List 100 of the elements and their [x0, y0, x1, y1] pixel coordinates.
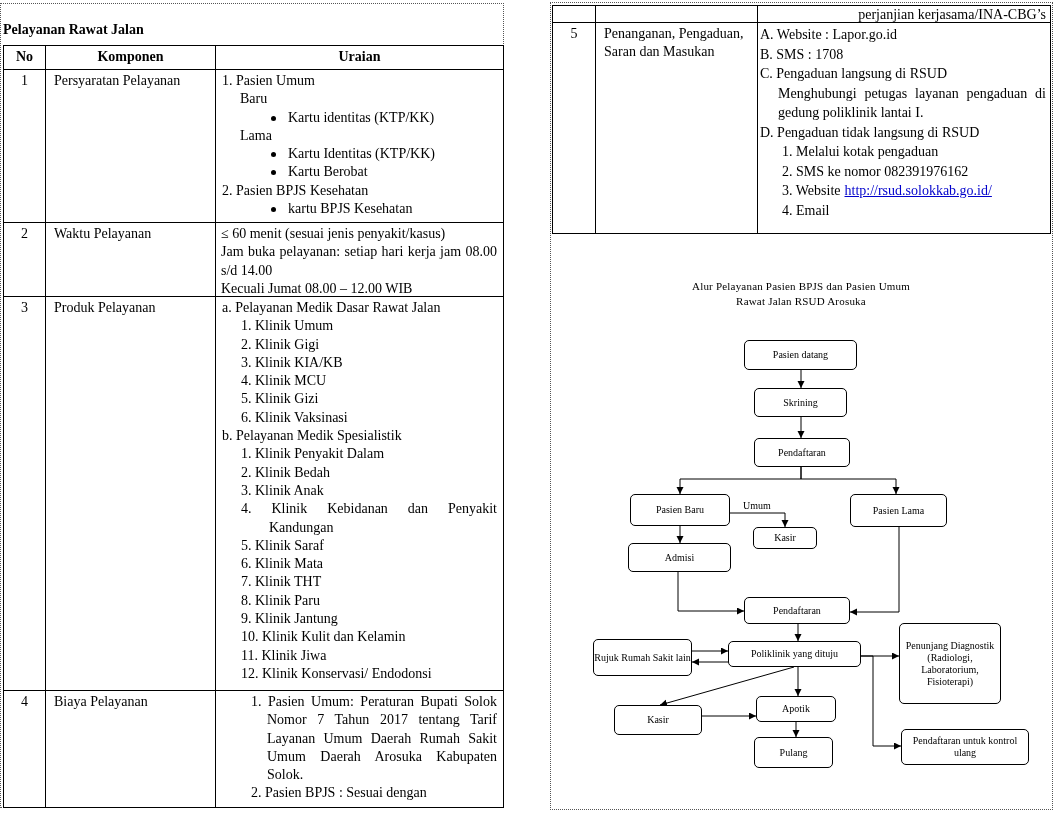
process-box	[614, 705, 702, 735]
list-item: 1. Melalui kotak pengaduan	[782, 144, 939, 159]
list-item: 2. Klinik Bedah	[241, 464, 331, 480]
arrow	[797, 369, 805, 389]
list-item: 8. Klinik Paru	[241, 592, 320, 608]
arrow	[701, 712, 757, 720]
node-label: Penunjang Diagnostik (Radiologi, Laboratorium, Fisioterapi)	[904, 639, 996, 688]
list-item: Baru	[240, 91, 268, 107]
component-name: Waktu Pelayanan	[54, 226, 152, 241]
node-label: Apotik	[782, 703, 810, 715]
list-item: Kartu Berobat	[288, 164, 368, 180]
process-box	[728, 641, 861, 667]
list-item: B. SMS : 1708	[760, 46, 844, 62]
description-text: Menghubungi petugas layanan pengaduan di gedung poliklinik lantai I.	[778, 85, 1046, 120]
list-item: 2. SMS ke nomor 082391976162	[782, 163, 969, 179]
list-item: 10. Klinik Kulit dan Kelamin	[241, 629, 406, 645]
arrow	[729, 512, 789, 528]
process-box	[753, 527, 817, 549]
link: http://rsud.solokkab.go.id/	[844, 183, 992, 198]
process-box	[850, 494, 947, 527]
node-label: Kasir	[647, 714, 669, 726]
node-label: Skrining	[783, 396, 818, 409]
node-label: Pendaftaran untuk kontrol ulang	[911, 735, 1019, 759]
node-label: Pendaftaran	[773, 604, 821, 617]
description-text: ≤ 60 menit (sesuai jenis penyakit/kasus)	[221, 226, 446, 241]
arrow	[792, 721, 800, 738]
list-item: D. Pengaduan tidak langsung di RSUD	[760, 124, 980, 140]
row-number: 4	[21, 694, 28, 709]
arrow	[659, 666, 795, 707]
list-item: kartu BPJS Kesehatan	[288, 201, 413, 217]
row-number: 2	[21, 226, 28, 241]
process-box	[756, 696, 836, 722]
list-item: Kartu Identitas (KTP/KK)	[288, 146, 435, 162]
row-number: 5	[570, 26, 578, 41]
list-item: b. Pelayanan Medik Spesialistik	[222, 428, 402, 444]
list-item: 1. Klinik Penyakit Dalam	[241, 446, 385, 462]
row-number: 1	[21, 73, 28, 88]
arrow	[794, 623, 802, 642]
process-box	[593, 639, 692, 676]
list-item: 5. Klinik Saraf	[241, 537, 324, 553]
description-text: Kecuali Jumat 08.00 – 12.00 WIB	[221, 280, 413, 296]
section-title: Pelayanan Rawat Jalan	[3, 22, 144, 38]
node-label: Poliklinik yang dituju	[750, 648, 839, 660]
list-item: 2. Pasien BPJS Kesehatan	[222, 182, 369, 198]
list-item: 3. Klinik KIA/KB	[241, 354, 343, 370]
list-item: 6. Klinik Mata	[241, 556, 324, 572]
row-number: 3	[21, 300, 28, 315]
list-item: 2. Pasien BPJS : Sesuai dengan	[251, 785, 427, 801]
process-box	[754, 438, 850, 467]
list-item: C. Pengaduan langsung di RSUD	[760, 66, 948, 81]
list-item: 11. Klinik Jiwa	[241, 647, 327, 663]
node-label: Pasien Baru	[655, 504, 704, 516]
process-box	[754, 388, 847, 417]
list-item: Lama	[240, 127, 272, 143]
node-label: Admisi	[664, 551, 695, 564]
list-item: A. Website : Lapor.go.id	[760, 27, 898, 42]
node-label: Kasir	[774, 532, 796, 544]
list-item: 1. Pasien Umum: Peraturan Bupati Solok Nomor 7 Tahun 2017 tentang Tarif Layanan Umum Daerah Rumah Sakit Umum Daerah Arosuka Kabupaten Solok.	[251, 694, 497, 783]
node-label: Pendaftaran	[778, 446, 826, 459]
arrow	[860, 655, 902, 750]
list-item: 3. Website	[782, 183, 841, 198]
list-item: 1. Pasien Umum	[222, 73, 315, 88]
component-name: Produk Pelayanan	[54, 300, 156, 315]
process-box	[899, 623, 1001, 704]
list-item: 7. Klinik THT	[241, 574, 322, 590]
node-label: Pulang	[779, 746, 808, 759]
list-item: 2. Klinik Gigi	[241, 336, 320, 352]
arrow	[691, 647, 729, 655]
process-box	[754, 737, 833, 768]
node-label: Pasien Lama	[872, 504, 925, 517]
process-box	[630, 494, 730, 526]
list-item: 6. Klinik Vaksinasi	[241, 409, 348, 425]
list-item: 4. Klinik Kebidanan dan Penyakit Kandungan	[241, 501, 497, 535]
process-box	[744, 597, 850, 624]
node-label: Rujuk Rumah Sakit lain	[594, 651, 691, 664]
list-item: 12. Klinik Konservasi/ Endodonsi	[241, 665, 432, 681]
list-item: 3. Klinik Anak	[241, 482, 324, 498]
node-label: Pasien datang	[772, 349, 829, 361]
process-box	[628, 543, 731, 572]
process-box	[744, 340, 857, 370]
edge-label: Umum	[743, 500, 771, 511]
arrow	[677, 571, 745, 615]
list-item: 4. Klinik MCU	[241, 373, 327, 389]
arrow	[691, 658, 729, 666]
column-header: No	[15, 49, 34, 64]
arrow	[849, 526, 900, 616]
component-name: Penanganan, Pengaduan, Saran dan Masukan	[604, 26, 744, 60]
arrow	[797, 416, 805, 439]
chart-title: Alur Pelayanan Pasien BPJS dan Pasien Umum Rawat Jalan RSUD Arosuka	[691, 279, 911, 309]
list-item: a. Pelayanan Medik Dasar Rawat Jalan	[222, 300, 441, 315]
component-name: Biaya Pelayanan	[54, 694, 148, 709]
description-text: Jam buka pelayanan: setiap hari kerja jam 08.00 s/d 14.00	[221, 244, 497, 278]
list-item: 9. Klinik Jantung	[241, 611, 338, 627]
arrow	[794, 666, 802, 697]
description-text: perjanjian kerjasama/INA-CBG’s	[858, 7, 1046, 22]
arrow	[800, 466, 900, 495]
process-box	[901, 729, 1029, 765]
list-item: 1. Klinik Umum	[241, 318, 334, 334]
arrow	[676, 525, 684, 544]
list-item: 5. Klinik Gizi	[241, 391, 319, 407]
